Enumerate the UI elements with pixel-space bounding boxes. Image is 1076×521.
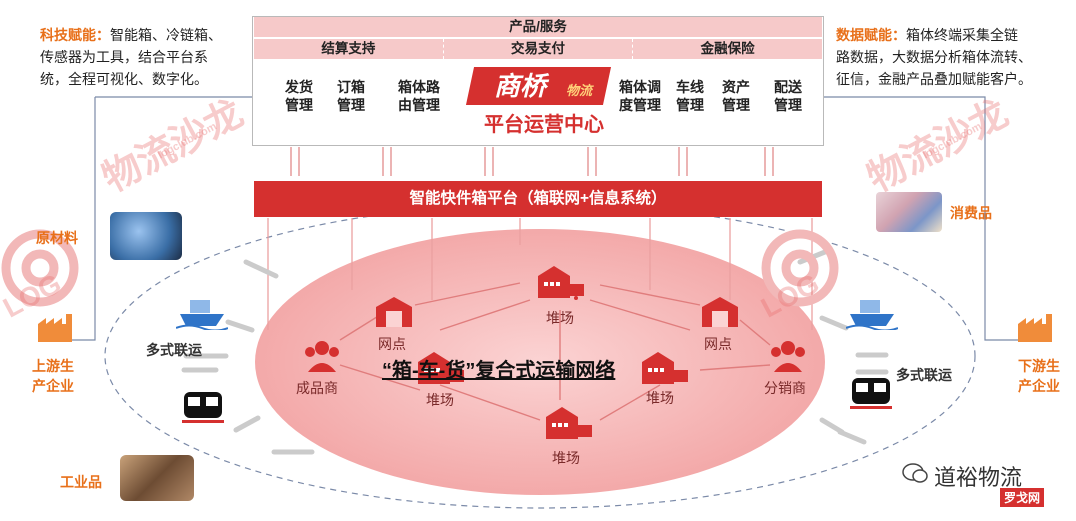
yard-icon-top	[536, 264, 588, 300]
right-note-line2: 路数据，大数据分析箱体流转、	[836, 49, 1032, 65]
left-note-line1: 智能箱、冷链箱、	[110, 27, 222, 43]
network-arrows	[339, 282, 771, 421]
watermark-rings-right	[761, 229, 839, 307]
downstream-factory-icon	[1016, 312, 1058, 342]
ship-icon-left	[175, 292, 229, 332]
yard-icon-bottom	[544, 405, 596, 441]
yard-label-left: 堆场	[426, 392, 454, 408]
module-ordering: 订箱管理	[337, 79, 365, 113]
industrial-goods-label: 工业品	[60, 474, 102, 490]
services-bar: 结算支持 交易支付 金融保险	[254, 39, 822, 59]
yard-label-top: 堆场	[546, 310, 574, 326]
right-note-line3: 征信，金融产品叠加赋能客户。	[836, 71, 1032, 87]
right-note-keyword: 数据赋能：	[836, 27, 906, 43]
module-routing: 箱体路由管理	[398, 79, 440, 113]
fast-box-platform-bar: 智能快件箱平台（箱联网+信息系统）	[254, 181, 822, 217]
network-title: “箱-车-货”复合式运输网络	[382, 360, 616, 382]
yard-label-bottom: 堆场	[552, 450, 580, 466]
outlet-label-left: 网点	[378, 336, 406, 352]
multimodal-left-label: 多式联运	[146, 342, 202, 358]
left-note: 科技赋能：智能箱、冷链箱、 传感器为工具，结合平台系 统，全程可视化、数字化。	[40, 24, 250, 90]
left-note-keyword: 科技赋能：	[40, 27, 110, 43]
outlet-icon-left	[374, 295, 414, 327]
module-routes: 车线管理	[676, 79, 704, 113]
train-icon-right	[846, 374, 896, 412]
consumer-goods-label: 消费品	[950, 205, 992, 221]
downstream-label: 下游生产企业	[1018, 358, 1060, 394]
products-bar: 产品/服务	[254, 17, 822, 37]
raw-material-image	[110, 212, 182, 260]
industrial-goods-image	[120, 455, 194, 501]
network-ellipse	[255, 229, 825, 495]
raw-material-label: 原材料	[36, 230, 78, 246]
module-assets: 资产管理	[722, 79, 750, 113]
operation-center: 平台运营中心	[484, 114, 604, 136]
module-shipping: 发货管理	[285, 79, 313, 113]
wechat-account: 道裕物流	[934, 465, 1023, 490]
right-note: 数据赋能：箱体终端采集全链 路数据，大数据分析箱体流转、 征信，金融产品叠加赋能…	[836, 24, 1068, 90]
upstream-factory-icon	[36, 312, 78, 342]
train-icon-left	[178, 388, 228, 426]
watermark-rings-left	[1, 229, 79, 307]
service-settlement: 结算支持	[254, 39, 444, 59]
distributor-label: 分销商	[764, 380, 806, 396]
consumer-goods-image	[876, 192, 942, 232]
yard-label-right: 堆场	[646, 390, 674, 406]
outlet-label-right: 网点	[704, 336, 732, 352]
distributor-icon	[766, 338, 810, 372]
service-payment: 交易支付	[444, 39, 634, 59]
module-delivery: 配送管理	[774, 79, 802, 113]
ring-arrows	[181, 247, 889, 455]
yard-icon-left	[416, 350, 468, 386]
finished-goods-icon	[300, 338, 344, 372]
multimodal-right-label: 多式联运	[896, 367, 952, 383]
yard-icon-right	[640, 350, 692, 386]
module-dispatch: 箱体调度管理	[619, 79, 661, 113]
logo-main-text: 商桥	[494, 71, 547, 101]
upstream-label: 上游生产企业	[32, 358, 74, 394]
left-note-line3: 统，全程可视化、数字化。	[40, 71, 208, 87]
right-note-line1: 箱体终端采集全链	[906, 27, 1018, 43]
outlet-icon-right	[700, 295, 740, 327]
ship-icon-right	[845, 292, 899, 332]
left-note-line2: 传感器为工具，结合平台系	[40, 49, 208, 65]
logo-sub-text: 物流	[566, 83, 593, 98]
wechat-icon	[902, 462, 928, 484]
service-finance: 金融保险	[700, 41, 755, 56]
finished-goods-label: 成品商	[296, 380, 338, 396]
platform-links	[290, 147, 774, 176]
site-badge: 罗戈网	[1000, 488, 1045, 507]
